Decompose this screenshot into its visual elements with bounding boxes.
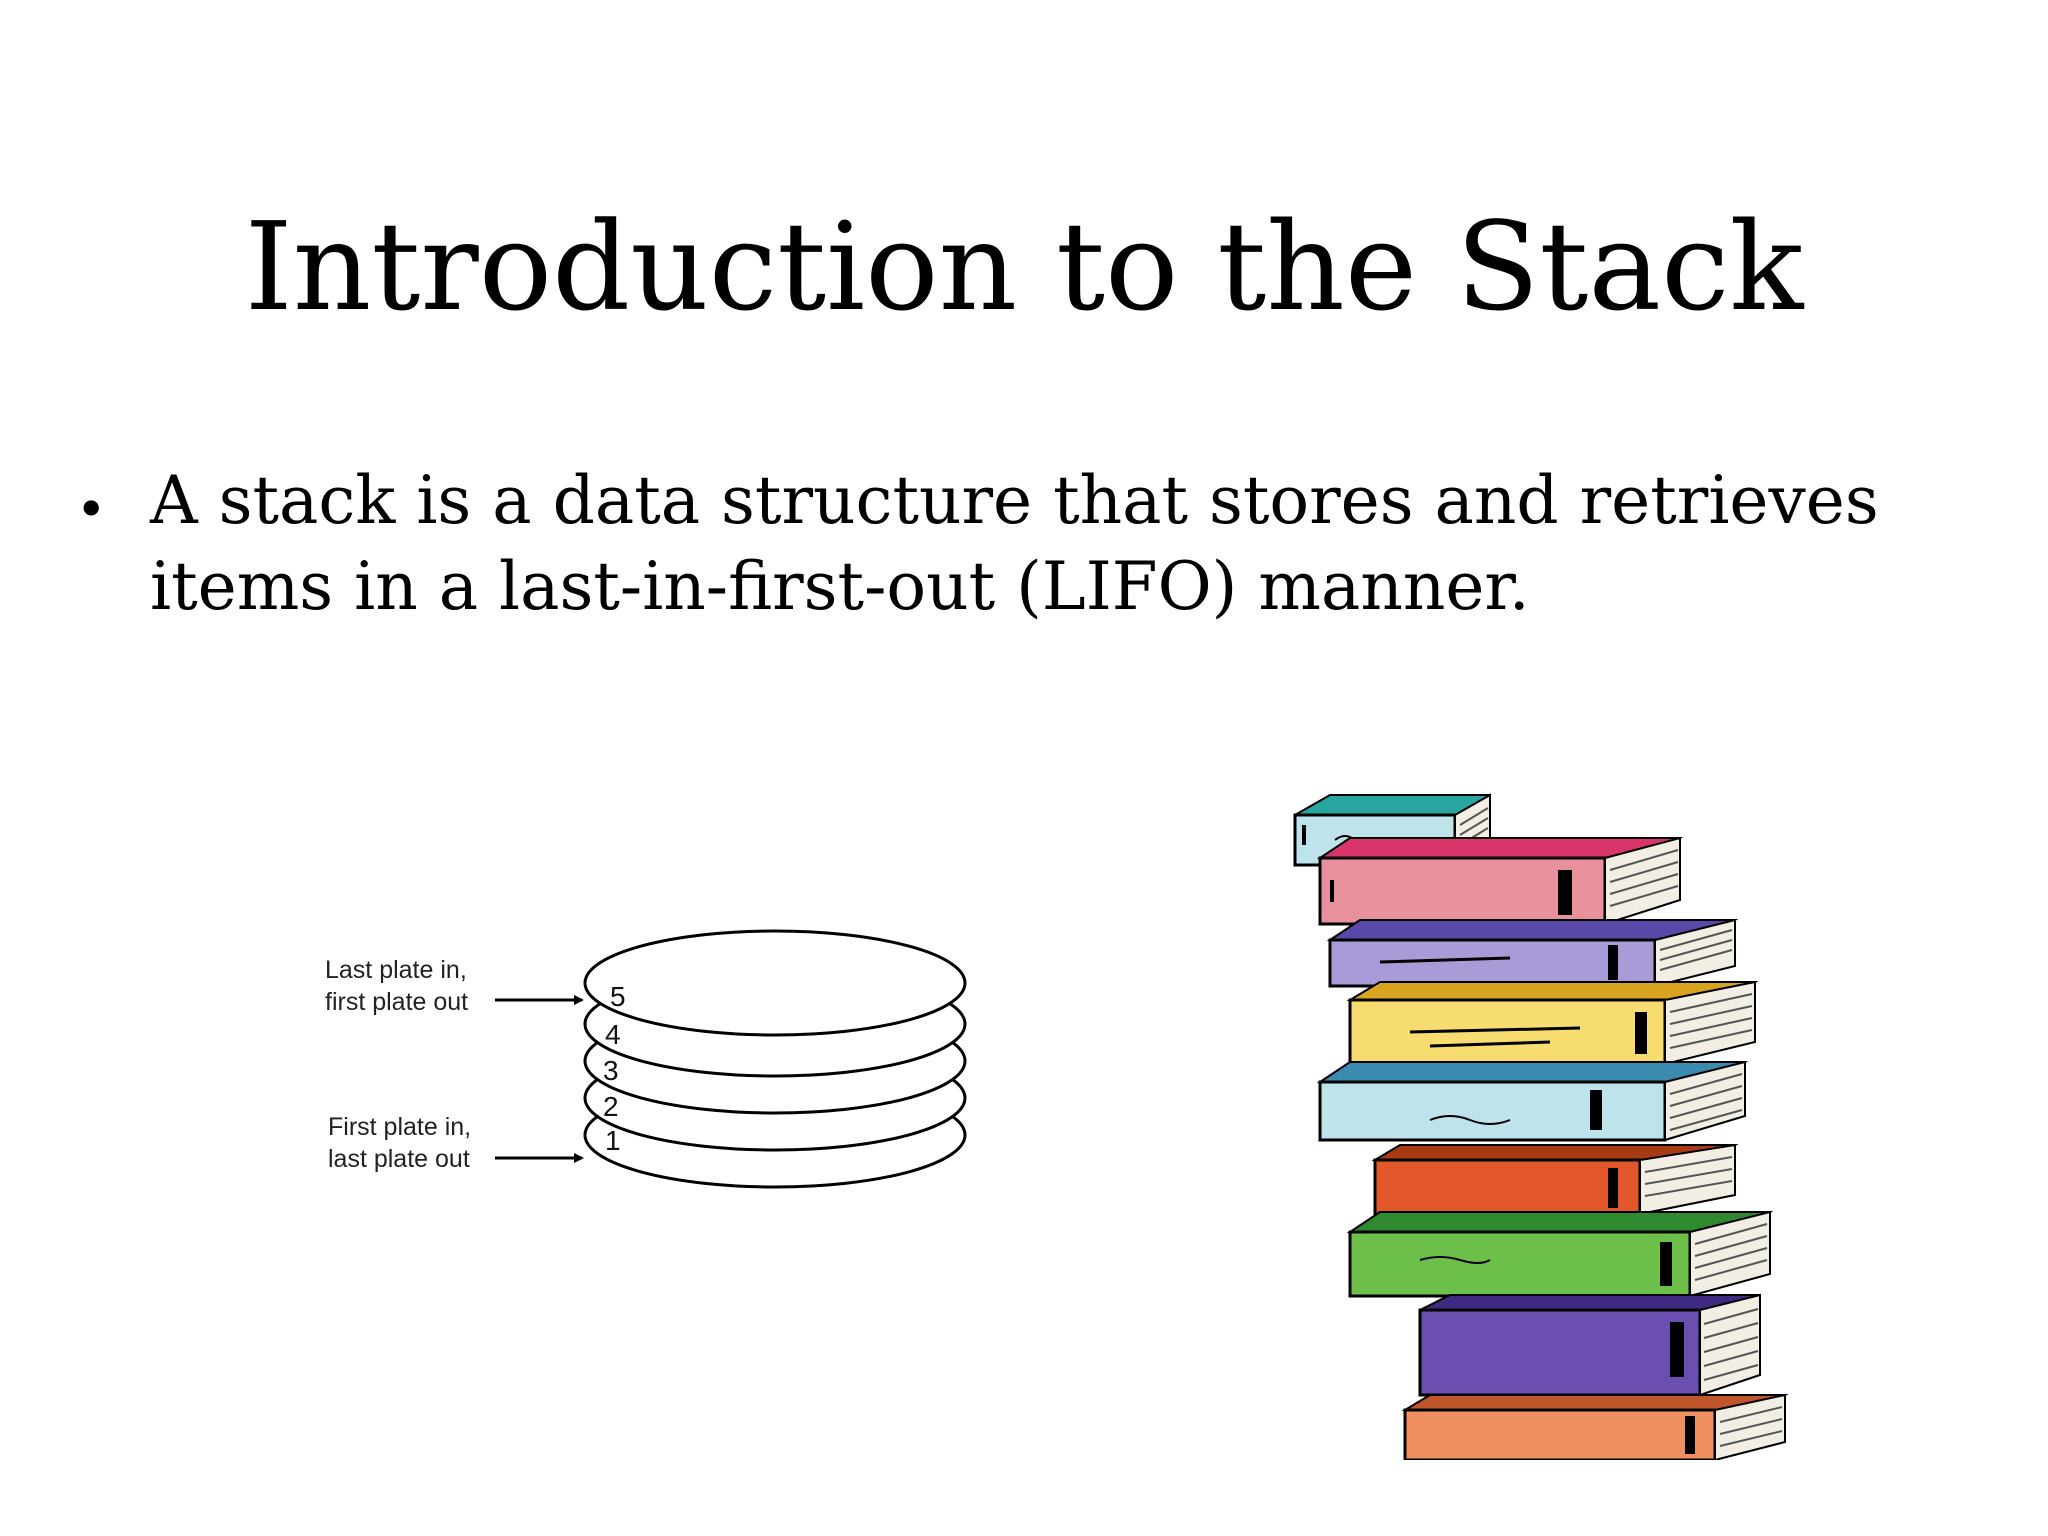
book-yellow <box>1346 980 1759 1066</box>
book-purple <box>1418 1293 1761 1397</box>
bottom-label-line1: First plate in, <box>328 1113 471 1141</box>
plate-number-1: 1 <box>605 1125 621 1156</box>
plate-number-4: 4 <box>605 1019 621 1050</box>
book-lavender <box>1326 918 1739 988</box>
book-green <box>1346 1210 1774 1298</box>
bottom-label-line2: last plate out <box>328 1145 470 1173</box>
plate-number-3: 3 <box>603 1055 619 1086</box>
top-label-line2: first plate out <box>325 988 468 1016</box>
bullet-marker: • <box>80 472 103 543</box>
plate-number-2: 2 <box>603 1091 619 1122</box>
plate-number-5: 5 <box>610 981 626 1012</box>
plate-stack-diagram: 5 4 3 2 1 Last plate in, first plate out… <box>325 929 967 1189</box>
top-label-line1: Last plate in, <box>325 956 467 984</box>
plate-5 <box>583 929 967 1037</box>
slide-title: Introduction to the Stack <box>244 196 1804 338</box>
bullet-text: A stack is a data structure that stores … <box>150 462 1879 625</box>
book-light-blue <box>1316 1060 1749 1142</box>
stack-of-books-illustration <box>1293 793 1789 1460</box>
book-pink <box>1316 836 1684 926</box>
book-salmon <box>1401 1393 1789 1460</box>
book-orange <box>1371 1143 1739 1216</box>
